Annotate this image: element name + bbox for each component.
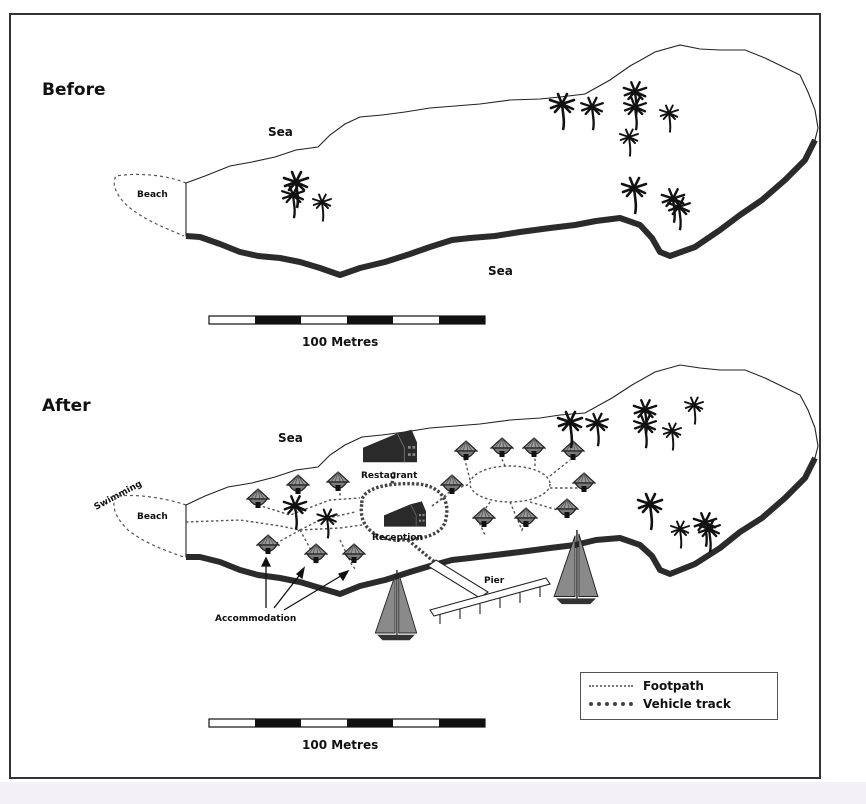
reception-label: Reception (372, 533, 423, 543)
before-sea-bottom-label: Sea (488, 264, 513, 278)
before-scale-bar (208, 315, 486, 325)
restaurant-label: Restaurant (361, 471, 418, 481)
before-sea-top-label: Sea (268, 125, 293, 139)
after-title: After (42, 396, 91, 416)
before-map: Before Beach Sea Sea (42, 44, 819, 349)
legend-label: Vehicle track (643, 697, 731, 711)
legend-label: Footpath (643, 679, 704, 693)
after-island-coast (185, 364, 819, 595)
accommodation-label: Accommodation (215, 614, 296, 624)
pier-label: Pier (484, 576, 505, 586)
after-scale-label: 100 Metres (302, 738, 378, 752)
footpath-swatch-icon (589, 685, 633, 687)
pier (427, 559, 551, 624)
before-island-coast (185, 44, 819, 276)
before-scale-label: 100 Metres (302, 335, 378, 349)
after-scale-bar (208, 718, 486, 728)
after-island-shadow (186, 456, 818, 597)
legend-item-footpath: Footpath (589, 679, 704, 693)
legend: Footpath Vehicle track (580, 672, 778, 720)
after-beach-outline (113, 494, 187, 558)
before-beach-outline (113, 173, 187, 237)
after-map: After Sea Swimming Beach (42, 364, 819, 752)
vehicle-track-swatch-icon (589, 702, 633, 706)
after-sea-top-label: Sea (278, 431, 303, 445)
before-island-shadow (185, 138, 818, 278)
before-title: Before (42, 80, 105, 100)
accommodation-arrows (260, 556, 350, 611)
legend-item-vehicle-track: Vehicle track (589, 697, 731, 711)
before-beach-label: Beach (137, 190, 168, 200)
footer-band (0, 782, 866, 804)
after-beach-label: Beach (137, 512, 168, 522)
